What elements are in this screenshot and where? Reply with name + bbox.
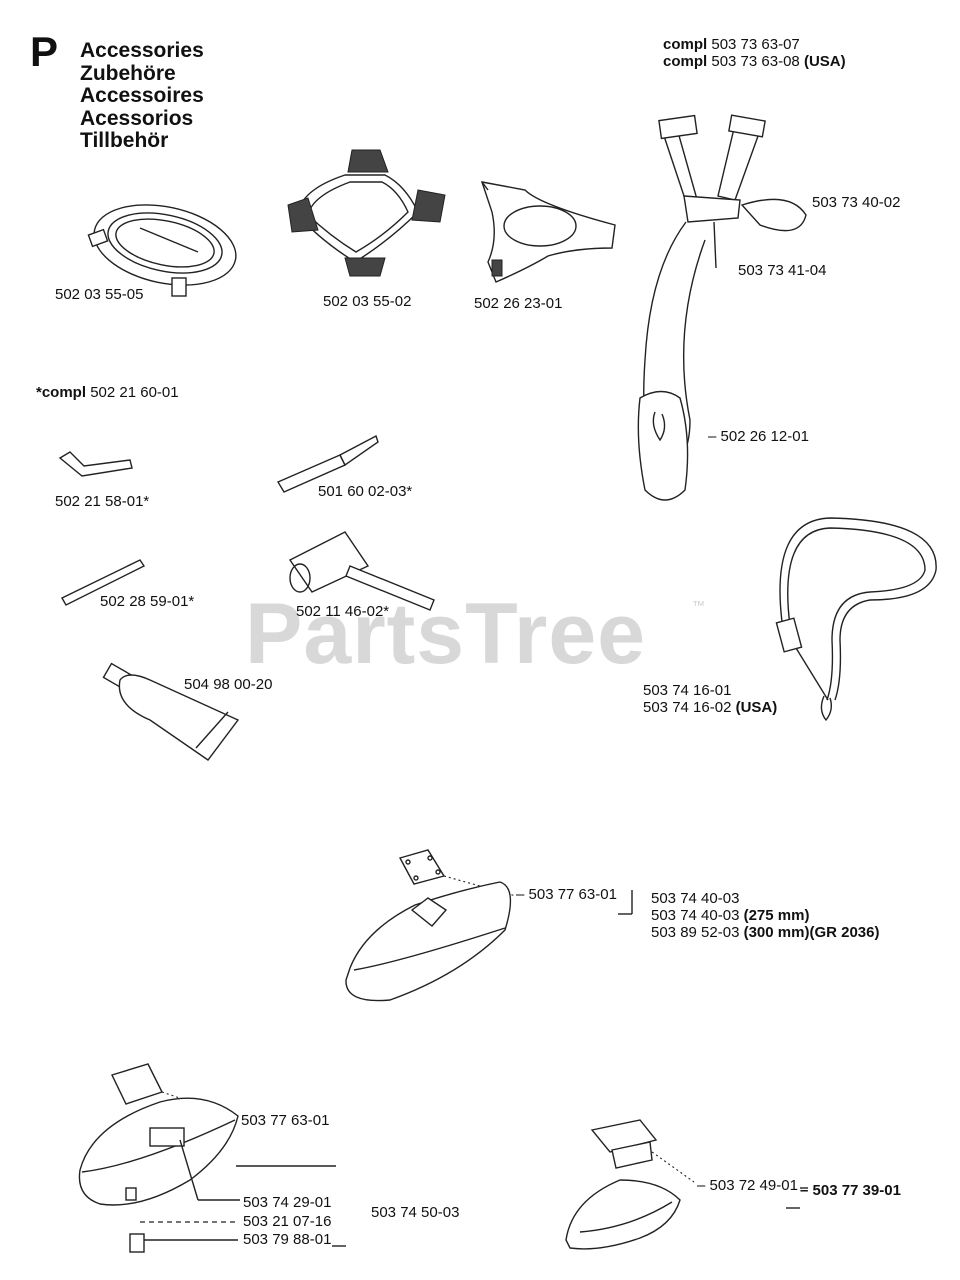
part-label-p14c: 503 89 52-03 (300 mm)(GR 2036)	[651, 924, 880, 941]
part-label-p11: 504 98 00-20	[184, 676, 273, 693]
title-es: Acessorios	[80, 106, 194, 130]
guide-plate-drawing	[480, 181, 616, 283]
part-label-p3: 502 26 23-01	[474, 295, 563, 312]
part-label-p2: 502 03 55-02	[323, 293, 412, 310]
wrench-drawing	[288, 531, 435, 611]
guard-drawing-1	[345, 849, 517, 1002]
title-fr: Accessoires	[80, 84, 204, 107]
harness-compl-line1: compl 503 73 63-07	[663, 36, 800, 53]
part-label-p14b: 503 74 40-03 (275 mm)	[651, 907, 810, 924]
part-label-p12b: 503 74 16-02 (USA)	[643, 699, 778, 716]
guard-drawing-3	[565, 1119, 800, 1250]
part-label-p17: 503 21 07-16	[243, 1213, 332, 1230]
leader-bracket	[618, 890, 808, 1189]
watermark: PartsTree	[245, 586, 647, 682]
guard-frame-drawing	[287, 149, 446, 277]
part-label-p14a: 503 74 40-03	[651, 890, 740, 907]
part-label-p10: 502 11 46-02*	[296, 603, 390, 620]
rod-drawing	[61, 559, 146, 606]
title-de: Zubehöre	[80, 61, 176, 85]
title-en: Accessories	[80, 39, 204, 62]
harness-drawing	[637, 114, 807, 501]
watermark-trademark: ™	[692, 598, 705, 613]
part-label-p18: 503 79 88-01	[243, 1231, 332, 1248]
part-label-p9: 502 28 59-01*	[100, 593, 195, 610]
part-label-p1: 502 03 55-05	[55, 286, 144, 303]
part-label-p16: 503 74 29-01	[243, 1194, 332, 1211]
harness-compl-line2: compl 503 73 63-08 (USA)	[663, 53, 846, 70]
grease-tube-drawing	[102, 662, 240, 761]
part-label-p7: 502 21 58-01*	[55, 493, 150, 510]
section-letter: P	[30, 28, 59, 75]
part-label-p8: 501 60 02-03*	[318, 483, 413, 500]
part-label-p6: – 502 26 12-01	[708, 428, 809, 445]
l-key-drawing	[58, 451, 133, 477]
trimmer-ring-drawing	[87, 204, 237, 297]
part-label-p5: 503 73 41-04	[738, 262, 827, 279]
part-label-p20: – 503 72 49-01	[697, 1177, 798, 1194]
guard-drawing-2	[78, 1063, 346, 1253]
kit-compl-label: *compl 502 21 60-01	[36, 384, 179, 401]
part-label-p19: 503 74 50-03	[371, 1204, 460, 1221]
part-label-p21: – 503 77 39-01	[800, 1182, 901, 1199]
part-label-p12a: 503 74 16-01	[643, 682, 732, 699]
part-label-p13: – 503 77 63-01	[516, 886, 617, 903]
part-label-p4: 503 73 40-02	[812, 194, 901, 211]
part-label-p15: 503 77 63-01	[241, 1112, 330, 1129]
title-sv: Tillbehör	[80, 129, 169, 152]
section-titles: Accessories Zubehöre Accessoires Acessor…	[80, 39, 204, 153]
strap-drawing	[775, 517, 937, 722]
file-drawing	[276, 434, 379, 493]
